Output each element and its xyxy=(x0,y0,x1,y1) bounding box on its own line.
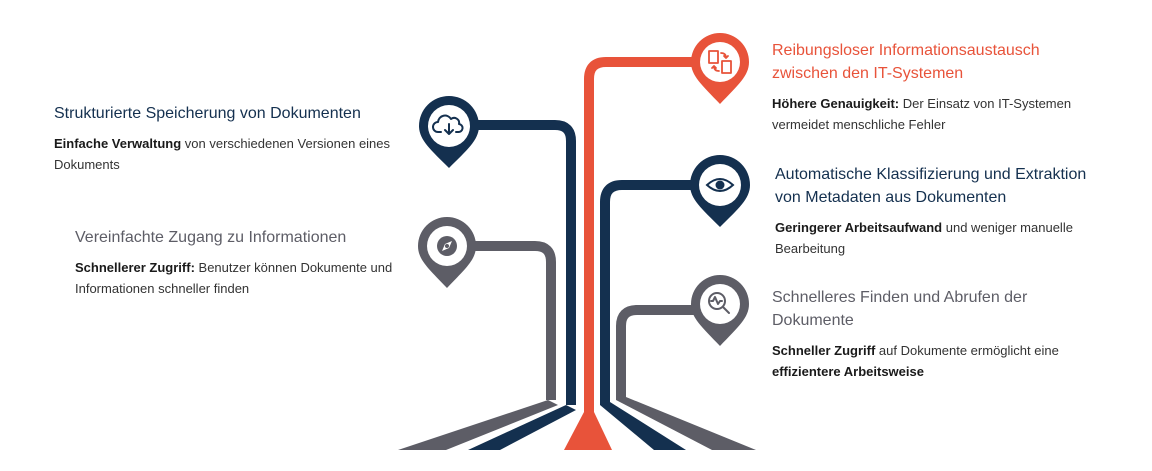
pin-fast-retrieval xyxy=(691,275,749,346)
item-description: Geringerer Arbeitsaufwand und weniger ma… xyxy=(775,220,1073,256)
item-title: Automatische Klassifizierung und Extrakt… xyxy=(775,166,1087,206)
item-title: Vereinfachte Zugang zu Informationen xyxy=(75,229,347,246)
document-exchange-icon xyxy=(708,50,732,74)
item-description: Einfache Verwaltung von verschiedenen Ve… xyxy=(54,136,391,172)
road-navy-right xyxy=(600,402,686,450)
item-description: Schneller Zugriff auf Dokumente ermöglic… xyxy=(772,343,1059,379)
cloud-download-icon xyxy=(432,114,464,135)
connector-structured-storage xyxy=(470,120,576,405)
road-grey-left xyxy=(398,400,558,450)
connector-information-exchange xyxy=(584,57,700,420)
item-simplified-access: Vereinfachte Zugang zu Informationen Sch… xyxy=(75,226,420,299)
eye-icon xyxy=(705,178,735,192)
item-title: Reibungsloser Informationsaustausch zwis… xyxy=(772,42,1040,82)
connector-simplified-access xyxy=(455,241,556,400)
road-red-center xyxy=(564,412,612,450)
pin-information-exchange xyxy=(691,33,749,104)
road-navy-left xyxy=(468,405,576,450)
item-classification: Automatische Klassifizierung und Extrakt… xyxy=(775,163,1115,259)
item-information-exchange: Reibungsloser Informationsaustausch zwis… xyxy=(772,39,1092,135)
item-structured-storage: Strukturierte Speicherung von Dokumenten… xyxy=(54,102,399,175)
pin-simplified-access xyxy=(418,217,476,288)
item-description: Schnellerer Zugriff: Benutzer können Dok… xyxy=(75,260,393,296)
item-fast-retrieval: Schnelleres Finden und Abrufen der Dokum… xyxy=(772,286,1102,382)
pin-structured-storage xyxy=(419,96,479,168)
compass-icon xyxy=(437,236,457,256)
item-description: Höhere Genauigkeit: Der Einsatz von IT-S… xyxy=(772,96,1072,132)
connector-classification xyxy=(600,180,700,405)
pin-classification xyxy=(690,155,750,227)
item-title: Schnelleres Finden und Abrufen der Dokum… xyxy=(772,289,1028,329)
item-title: Strukturierte Speicherung von Dokumenten xyxy=(54,105,361,122)
road-grey-right xyxy=(616,397,756,450)
connector-fast-retrieval xyxy=(616,305,710,400)
search-analytics-icon xyxy=(708,292,730,314)
